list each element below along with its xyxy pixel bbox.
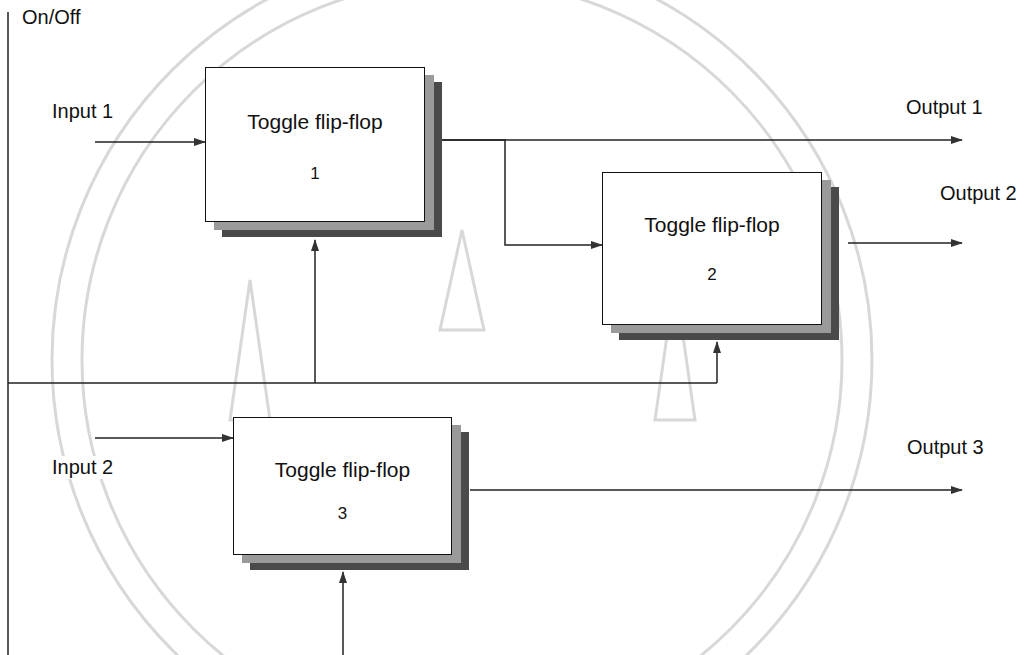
signal-label: Output 1 <box>904 96 985 119</box>
wire <box>8 12 962 655</box>
box-title: Toggle flip-flop <box>206 110 424 134</box>
signal-label: Input 1 <box>50 100 115 123</box>
watermark-seal <box>52 0 872 655</box>
box-number: 3 <box>234 504 451 524</box>
power-label: On/Off <box>20 6 83 29</box>
box-number: 1 <box>206 164 424 184</box>
flip-flop-box: Toggle flip-flop 2 <box>602 172 822 325</box>
box-title: Toggle flip-flop <box>234 458 451 482</box>
signal-label: Output 2 <box>938 182 1019 205</box>
signal-connector <box>425 140 602 245</box>
box-number: 2 <box>603 265 821 285</box>
box-title: Toggle flip-flop <box>603 213 821 237</box>
signal-label: Output 3 <box>905 436 986 459</box>
signal-label: Input 2 <box>50 456 115 479</box>
flip-flop-box: Toggle flip-flop 3 <box>233 417 452 555</box>
flip-flop-box: Toggle flip-flop 1 <box>205 67 425 222</box>
